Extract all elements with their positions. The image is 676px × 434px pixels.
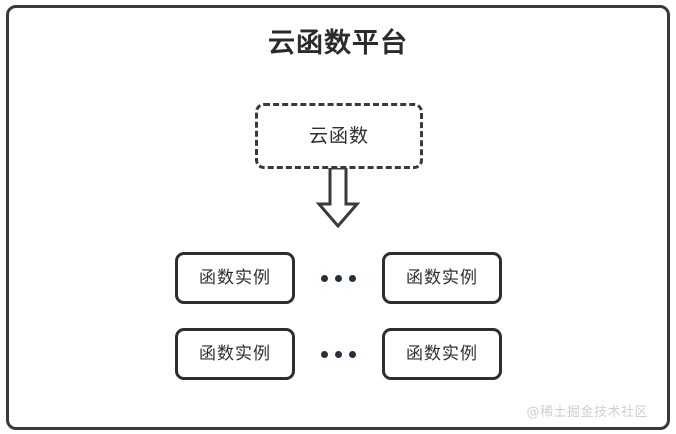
down-block-arrow-icon — [316, 168, 360, 228]
page-title: 云函数平台 — [268, 28, 408, 59]
function-instance-label: 函数实例 — [406, 343, 478, 364]
ellipsis-separator — [307, 252, 369, 304]
ellipsis-dot — [334, 350, 342, 358]
function-instance-label: 函数实例 — [406, 267, 478, 288]
function-instance-label: 函数实例 — [199, 267, 271, 288]
instance-row: 函数实例 函数实例 — [0, 328, 676, 380]
ellipsis-dot — [348, 274, 356, 282]
function-instance-box: 函数实例 — [382, 328, 502, 380]
function-instance-box: 函数实例 — [175, 252, 295, 304]
cloud-function-node: 云函数 — [255, 103, 423, 169]
function-instance-label: 函数实例 — [199, 343, 271, 364]
ellipsis-dot — [320, 274, 328, 282]
ellipsis-dot — [348, 350, 356, 358]
instance-row: 函数实例 函数实例 — [0, 252, 676, 304]
ellipsis-separator — [307, 328, 369, 380]
ellipsis-dot — [320, 350, 328, 358]
cloud-function-node-label: 云函数 — [308, 124, 369, 147]
function-instance-box: 函数实例 — [175, 328, 295, 380]
function-instance-box: 函数实例 — [382, 252, 502, 304]
watermark: @稀土掘金技术社区 — [526, 405, 648, 420]
ellipsis-dot — [334, 274, 342, 282]
